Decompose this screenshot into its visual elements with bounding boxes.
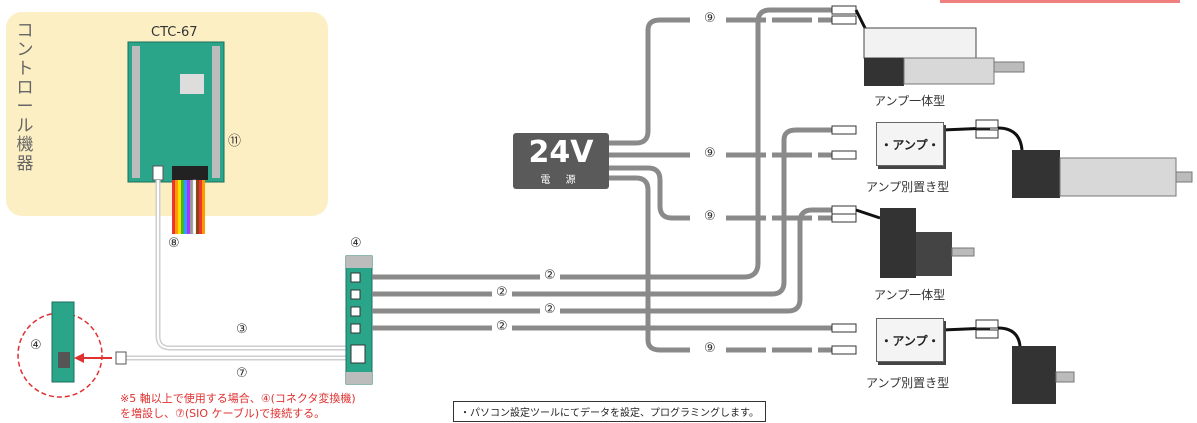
amp-1-motor-lead <box>997 126 1024 151</box>
amp-box-2: ・アンプ・ <box>876 318 944 362</box>
plug-group <box>831 5 857 355</box>
cable-2-a <box>372 7 832 280</box>
cable-7-plug <box>115 351 127 365</box>
board-rail-right <box>212 46 220 178</box>
label-integrated-top: アンプ一体型 <box>874 94 946 108</box>
port-sio <box>350 344 366 364</box>
label-separate-1: アンプ別置き型 <box>866 180 950 194</box>
expansion-note: ※5 軸以上で使用する場合、④(コネクタ変換機) を増設し、⑦(SIO ケーブル… <box>120 391 356 421</box>
cable-8-label: ⑧ <box>168 236 180 251</box>
expansion-note-line2: を増設し、⑦(SIO ケーブル)で接続する。 <box>120 407 326 420</box>
port-2 <box>350 289 361 300</box>
connector-board-label: ④ <box>350 236 362 251</box>
power-supply: 24V 電 源 <box>513 133 609 189</box>
cable-9-c <box>609 165 690 221</box>
cable-2-label-c: ② <box>540 302 560 317</box>
motor-lead-1 <box>854 9 868 31</box>
cable-3-label: ③ <box>236 322 248 337</box>
actuator-integrated-top <box>863 27 1025 86</box>
amp-1-plug-b <box>975 129 999 139</box>
cable-2-label-a: ② <box>540 268 560 283</box>
port-1 <box>350 272 361 283</box>
ribbon-cable <box>172 179 205 235</box>
amp-2-motor-lead <box>997 326 1022 347</box>
expansion-board-label: ④ <box>30 338 42 353</box>
board-rail-left <box>132 46 140 178</box>
amp-1-plug-a <box>975 119 999 129</box>
connector-board-top <box>346 256 372 268</box>
cable-9-label-d: ⑨ <box>700 341 720 356</box>
psu-voltage: 24V <box>528 135 594 170</box>
cable-2-label-b: ② <box>492 285 512 300</box>
board-connector <box>180 74 204 94</box>
cable-9-d <box>609 175 690 353</box>
tool-note: ・パソコン設定ツールにてデータを設定、プログラミングします。 <box>453 401 766 422</box>
label-integrated-mid: アンプ一体型 <box>874 288 946 302</box>
cable-9-label-c: ⑨ <box>700 209 720 224</box>
controller-number-label: ⑪ <box>228 134 242 149</box>
cable-2-c <box>372 207 832 314</box>
port-3 <box>350 306 361 317</box>
expansion-arrow-head <box>74 353 84 363</box>
cable-7-label: ⑦ <box>236 366 248 381</box>
label-separate-2: アンプ別置き型 <box>866 376 950 390</box>
expansion-port <box>58 352 70 368</box>
cable-9-label-b: ⑨ <box>700 146 720 161</box>
board-header <box>172 166 208 180</box>
motor-lead-3 <box>855 208 881 220</box>
header-accent-bar <box>940 0 1180 3</box>
psu-label: 電 源 <box>540 175 582 186</box>
expansion-board <box>51 301 75 383</box>
amp-box-1: ・アンプ・ <box>876 122 944 166</box>
actuator-separate-1 <box>1012 150 1193 198</box>
connector-board-bottom <box>346 372 372 384</box>
cable-2-b <box>372 127 832 297</box>
controller-board <box>127 41 225 183</box>
cable-9-label-a: ⑨ <box>700 11 720 26</box>
cable-3-inner <box>157 180 352 349</box>
port-4 <box>350 323 361 334</box>
board-port <box>152 165 164 181</box>
cable-2-label-d: ② <box>492 319 512 334</box>
actuator-separate-2 <box>1012 346 1075 404</box>
expansion-note-line1: ※5 軸以上で使用する場合、④(コネクタ変換機) <box>120 392 356 405</box>
amp-2-plug-a <box>975 319 999 329</box>
amp-2-plug-b <box>975 329 999 339</box>
cable-9-a <box>609 17 690 146</box>
expansion-inset-circle <box>17 312 103 398</box>
actuator-integrated-mid <box>880 208 975 278</box>
controller-model-label: CTC-67 <box>151 25 198 40</box>
controller-vertical-label: コン トロ ール 機器 <box>16 21 34 174</box>
